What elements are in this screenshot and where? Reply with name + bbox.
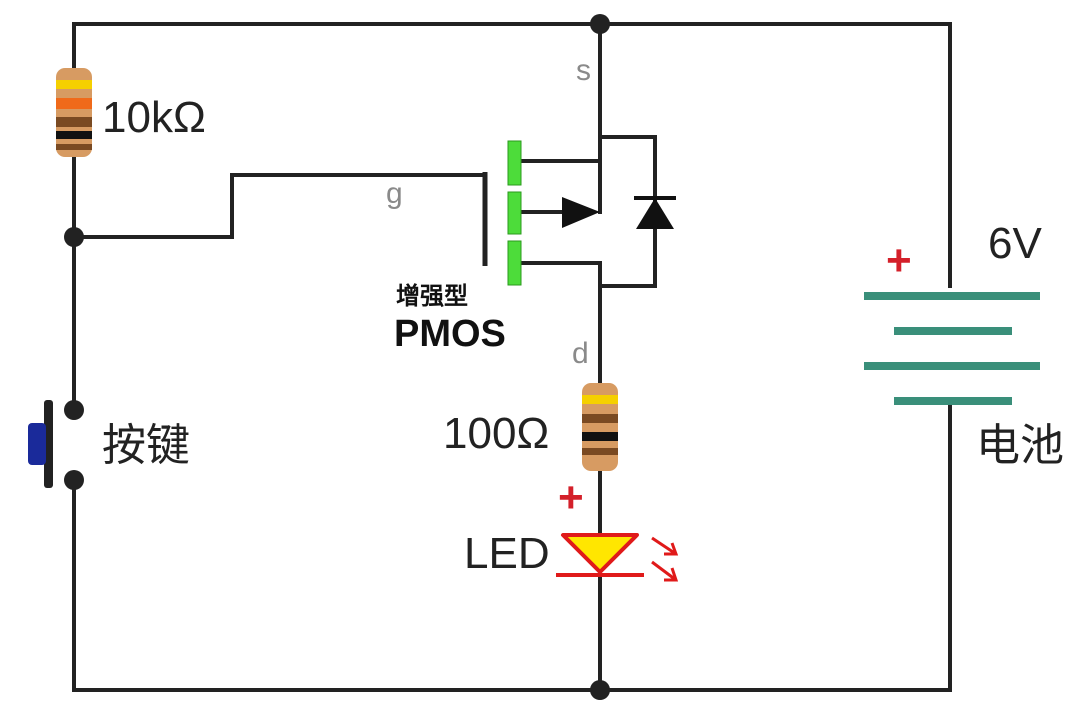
pmos-channel-top — [507, 140, 522, 186]
mos-type-label: 增强型 — [396, 282, 468, 310]
pmos-transistor — [482, 140, 676, 286]
battery-plus-sign: + — [886, 236, 912, 285]
junction-top — [590, 14, 610, 34]
battery-voltage-label: 6V — [988, 219, 1042, 268]
pmos-channel-bottom — [507, 240, 522, 286]
source-pin-label: s — [576, 54, 591, 87]
resistor-r2-band-4 — [582, 448, 618, 455]
button-contact-bottom — [64, 470, 84, 490]
gate-pin-label: g — [386, 177, 403, 210]
resistor-r2 — [582, 383, 618, 471]
r2-value-label: 100Ω — [443, 409, 549, 458]
button-cap — [28, 423, 46, 465]
led-label: LED — [464, 529, 550, 578]
gate-wire — [72, 173, 487, 239]
resistor-r1-band-5 — [56, 144, 92, 150]
junction-bottom — [590, 680, 610, 700]
led-light-arrows — [651, 536, 679, 582]
resistor-r1-band-4 — [56, 131, 92, 139]
channel-bottom-wire — [518, 261, 602, 385]
pmos-arrow — [562, 197, 600, 228]
body-diode-triangle — [636, 198, 674, 229]
battery — [864, 292, 1040, 405]
battery-label: 电池 — [976, 421, 1064, 470]
drain-pin-label: d — [572, 337, 589, 370]
resistor-r1-band-2 — [56, 98, 92, 109]
button-label: 按键 — [102, 421, 190, 470]
resistor-r1-band-3 — [56, 117, 92, 127]
button-contact-top — [64, 400, 84, 420]
r1-value-label: 10kΩ — [102, 93, 206, 142]
junctions — [64, 14, 610, 700]
junction-gate — [64, 227, 84, 247]
led-triangle — [561, 533, 639, 574]
button-actuator — [44, 400, 53, 488]
led-plus-sign: + — [558, 473, 584, 522]
mos-name-label: PMOS — [394, 313, 506, 355]
resistor-r2-band-1 — [582, 395, 618, 404]
pmos-channel-mid — [507, 191, 522, 235]
led — [556, 533, 679, 582]
resistor-r2-band-2 — [582, 414, 618, 423]
resistor-r1 — [56, 68, 92, 157]
resistor-r2-band-3 — [582, 432, 618, 441]
push-button — [28, 400, 84, 490]
resistor-r1-band-1 — [56, 80, 92, 89]
